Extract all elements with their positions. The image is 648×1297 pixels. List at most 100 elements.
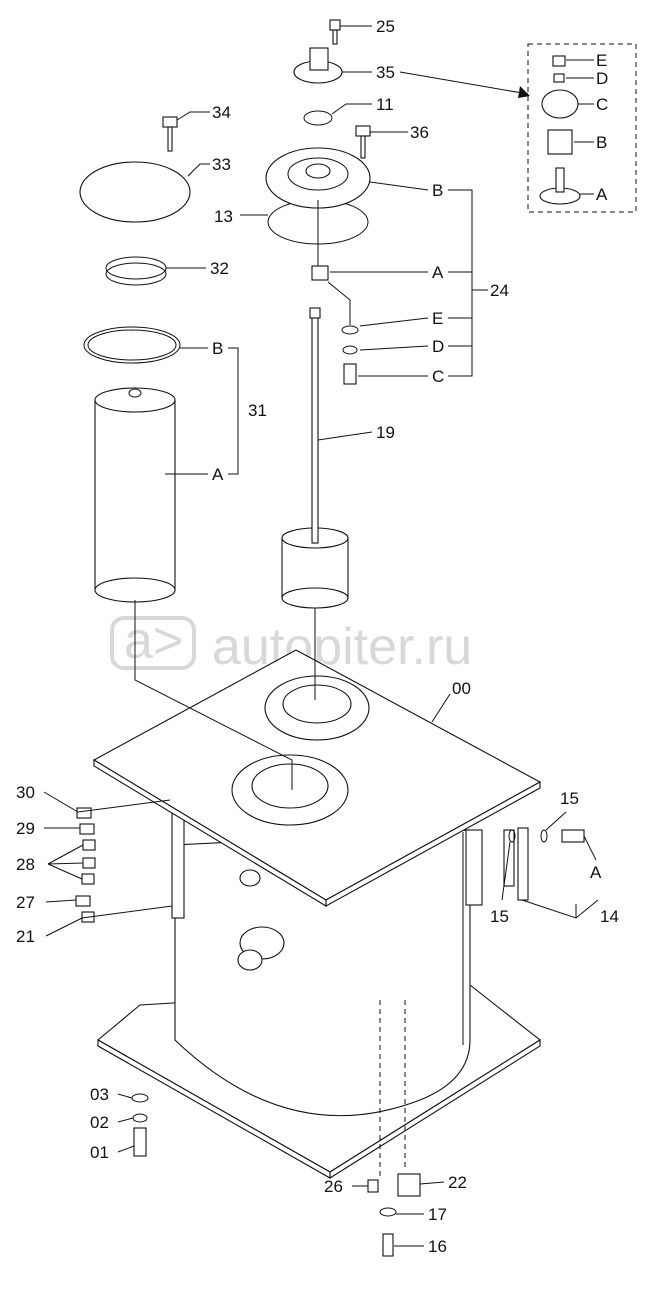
- watermark-logo-box: [110, 616, 196, 670]
- letter-31-a: A: [212, 465, 224, 484]
- bolt-24c: [343, 363, 357, 385]
- strainer-opening: [282, 684, 352, 724]
- drain-plug-22: [397, 1173, 421, 1197]
- leader-14a: [583, 835, 597, 861]
- letter-inset-c: C: [596, 95, 608, 114]
- callout-16: 16: [428, 1237, 447, 1256]
- bolt-36: [355, 125, 371, 159]
- filter-element-top: [94, 387, 176, 413]
- fitting-27: [75, 895, 91, 907]
- inset-frame: [527, 43, 637, 213]
- inset-part-e: [552, 55, 566, 67]
- callout-30: 30: [16, 783, 35, 802]
- lock-washer-02: [132, 1113, 148, 1123]
- callout-15a: 15: [560, 789, 579, 808]
- return-filter-element: [94, 387, 293, 790]
- leader-lines: [43, 25, 599, 1247]
- leader-19: [317, 431, 373, 441]
- filter-o-ring-b: [83, 326, 181, 364]
- callout-33: 33: [212, 155, 231, 174]
- left-fittings: [75, 807, 96, 923]
- filter-element-bottom: [94, 577, 176, 603]
- callout-31: 31: [248, 401, 267, 420]
- leader-24d: [359, 345, 429, 351]
- fitting-29: [79, 823, 95, 835]
- letter-inset-a: A: [596, 185, 608, 204]
- cover-flange-24b-hub: [305, 163, 331, 179]
- screw-25-shank: [332, 29, 338, 45]
- filter-element-body: [94, 399, 176, 591]
- callout-03: 03: [90, 1085, 109, 1104]
- callout-32: 32: [210, 259, 229, 278]
- callout-36: 36: [410, 123, 429, 142]
- letter-inset-d: D: [596, 69, 608, 88]
- leader-22: [419, 1181, 445, 1185]
- callout-19: 19: [376, 423, 395, 442]
- washer-15a: [508, 829, 516, 843]
- breather-detail-inset: [527, 43, 637, 213]
- breather-cap: [309, 47, 329, 71]
- washer-24e: [341, 325, 359, 335]
- inset-part-b: [547, 129, 573, 155]
- letter-31-b: B: [212, 339, 223, 358]
- letter-inset-e: E: [596, 51, 607, 70]
- callout-22: 22: [448, 1173, 467, 1192]
- callout-27: 27: [16, 893, 35, 912]
- tank-base-plate-edge-right: [329, 1039, 541, 1179]
- strip-14a: [503, 829, 515, 887]
- strainer-bottom: [281, 587, 349, 609]
- callout-15b: 15: [490, 907, 509, 926]
- breather-35: [293, 47, 343, 84]
- watermark-text: autopiter.ru: [212, 618, 472, 676]
- filter-o-ring-b-inner: [87, 329, 177, 361]
- leader-24-bracket: [448, 189, 488, 377]
- tank-top-plate-edge-right: [325, 781, 541, 907]
- leader-34: [176, 111, 210, 121]
- callout-01: 01: [90, 1143, 109, 1162]
- letter-24-a: A: [432, 263, 444, 282]
- bolt-34-head: [162, 116, 178, 128]
- letter-14-a: A: [590, 863, 602, 882]
- cover-plate-33: [79, 161, 191, 223]
- screw-25: [329, 19, 341, 45]
- tank-assembly: [92, 649, 542, 1180]
- washer-03: [131, 1093, 149, 1103]
- leader-15b: [501, 841, 511, 901]
- bolt-14a: [561, 829, 585, 843]
- bracket-chain-line: [327, 281, 351, 325]
- callout-00: 00: [452, 679, 471, 698]
- leader-33: [187, 163, 210, 177]
- filter-to-tank-line: [134, 600, 293, 790]
- cover-flange-24b-inner: [287, 157, 349, 191]
- strip-14b: [517, 827, 529, 901]
- bolt-34: [162, 116, 178, 152]
- right-mounting-bracket: [465, 829, 483, 906]
- leader-21: [45, 905, 173, 937]
- leader-24e: [359, 317, 429, 327]
- washer-15b: [540, 829, 548, 843]
- plug-26: [367, 1179, 379, 1193]
- fitting-28b: [82, 857, 96, 869]
- letter-24-e: E: [432, 309, 443, 328]
- leader-30: [43, 791, 171, 813]
- callout-34: 34: [212, 103, 231, 122]
- upper-port-pipe: [239, 869, 261, 887]
- callout-02: 02: [90, 1113, 109, 1132]
- bracket-24a: [311, 265, 329, 281]
- letter-24-c: C: [432, 367, 444, 386]
- leader-15a: [545, 811, 567, 831]
- letter-inset-b: B: [596, 133, 607, 152]
- callout-24: 24: [490, 281, 509, 300]
- inset-part-a-stem: [555, 167, 565, 193]
- leader-24b: [369, 181, 429, 191]
- callout-25: 25: [376, 17, 395, 36]
- callout-29: 29: [16, 819, 35, 838]
- lock-washer-24d: [342, 345, 358, 355]
- callout-35: 35: [376, 63, 395, 82]
- leader-28: [47, 844, 84, 880]
- fitting-30: [76, 807, 92, 819]
- watermark-logo-mark: a>: [124, 612, 183, 670]
- callout-21: 21: [16, 927, 35, 946]
- leader-27: [45, 899, 77, 903]
